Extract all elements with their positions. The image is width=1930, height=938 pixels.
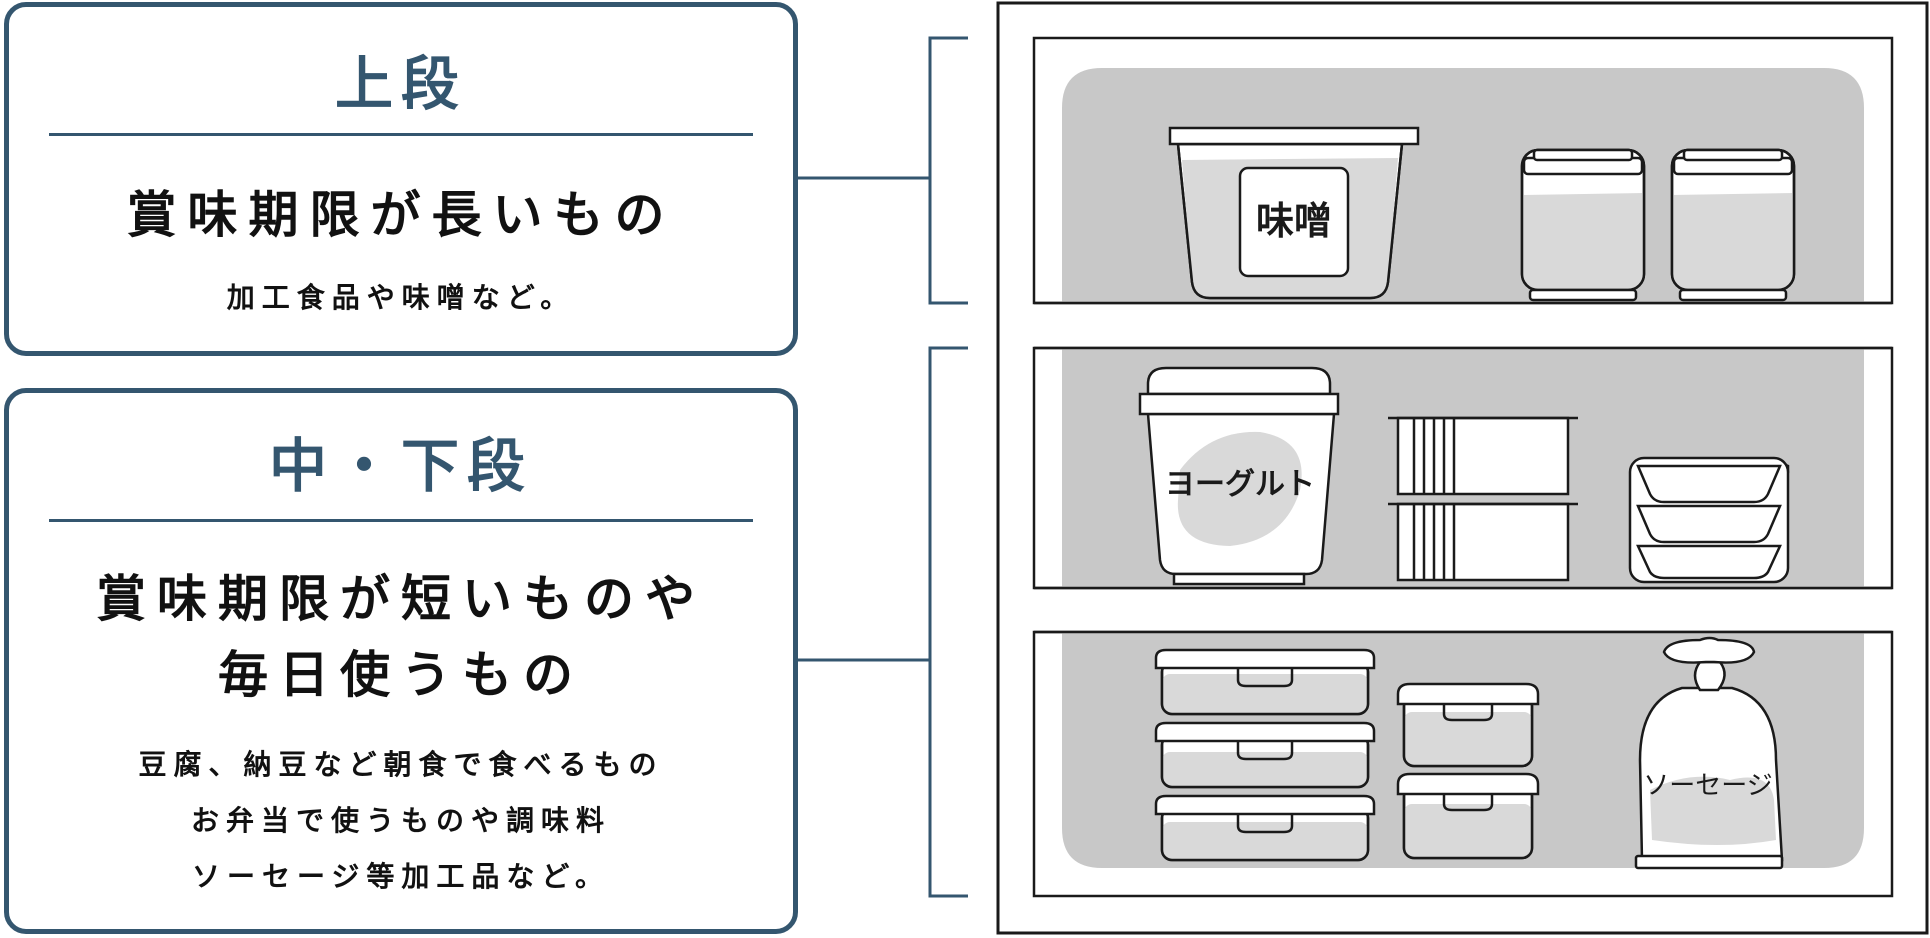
food-container-stack-left [1154, 648, 1376, 862]
natto-pack-bottom [1388, 502, 1578, 582]
sausage-bag [1634, 636, 1784, 870]
middle-lower-main-line-2: 毎日使うもの [218, 646, 584, 704]
upper-shelf-panel: 上段 賞味期限が長いもの 加工食品や味噌など。 [4, 2, 798, 356]
middle-lower-sub-line-2: お弁当で使うものや調味料 [190, 804, 611, 837]
jar-left [1520, 148, 1646, 302]
jar-right [1670, 148, 1796, 302]
middle-lower-shelf-divider [49, 519, 753, 522]
middle-lower-sub-line-3: ソーセージ等加工品など。 [191, 860, 611, 893]
yogurt-label: ヨーグルト [1165, 467, 1315, 502]
sausage-label: ソーセージ [1643, 771, 1772, 801]
middle-lower-shelf-bracket [798, 346, 968, 898]
yogurt-cup [1138, 366, 1340, 586]
upper-shelf-bracket [798, 36, 968, 305]
middle-lower-shelf-heading: 中・下段 [268, 432, 533, 500]
stacked-bowls [1628, 456, 1790, 584]
upper-shelf-sub-text: 加工食品や味噌など。 [226, 281, 576, 314]
upper-shelf-main-text: 賞味期限が長いもの [126, 186, 676, 244]
upper-shelf-divider [49, 133, 753, 136]
middle-lower-sub-line-1: 豆腐、納豆など朝食で食べるもの [138, 748, 664, 781]
middle-lower-main-line-1: 賞味期限が短いものや [96, 570, 706, 628]
upper-shelf-heading: 上段 [334, 50, 467, 118]
food-container-stack-right [1396, 682, 1540, 860]
miso-container [1168, 126, 1420, 300]
miso-label: 味噌 [1256, 199, 1332, 243]
middle-lower-shelf-panel: 中・下段 賞味期限が短いものや 毎日使うもの 豆腐、納豆など朝食で食べるもの お… [4, 388, 798, 934]
natto-pack-top [1388, 416, 1578, 496]
